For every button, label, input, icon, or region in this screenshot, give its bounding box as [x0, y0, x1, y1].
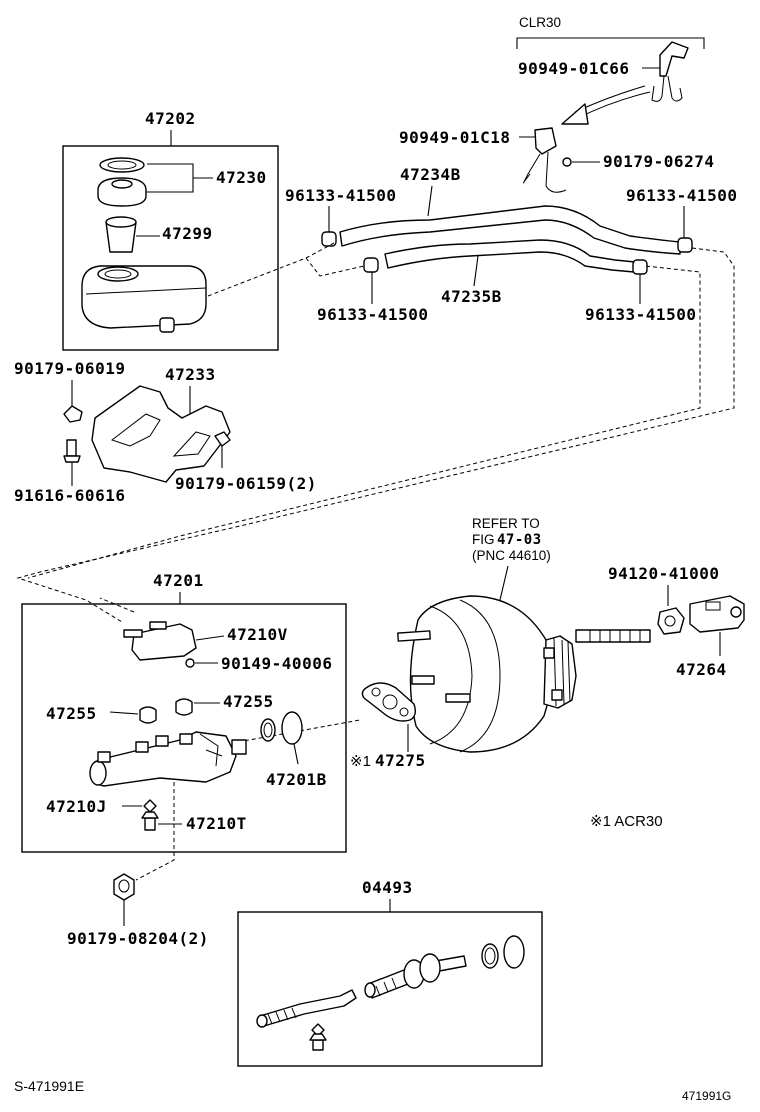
clip-mid-part [534, 127, 557, 155]
clr30-label: CLR30 [519, 15, 561, 30]
label-clamp-tr[interactable]: 96133-41500 [626, 186, 737, 205]
label-plug-t[interactable]: 47210T [186, 814, 247, 833]
label-bolt-top[interactable]: 90179-06274 [603, 152, 714, 171]
label-bolt-bracket[interactable]: 91616-60616 [14, 486, 125, 505]
kit-snap-ring-part [481, 943, 499, 969]
booster-body-part [409, 595, 552, 753]
gasket-group: ※1 47275 ※1 ACR30 [350, 682, 663, 830]
reservoir-group: 47202 47230 47299 [62, 109, 279, 351]
reservoir-tank-part [81, 265, 207, 329]
grommet-a-part [139, 706, 157, 724]
label-kit[interactable]: 04493 [362, 878, 413, 897]
label-grommet-b[interactable]: 47255 [223, 692, 274, 711]
label-union[interactable]: 47210V [227, 625, 288, 644]
bracket-group: 90179-06019 47233 91616-60616 90179-0615… [14, 359, 317, 505]
label-refer-3: (PNC 44610) [472, 548, 551, 563]
master-cylinder-group: 47201 47210V 90149-40006 47255 47255 [21, 571, 347, 853]
clip-top-part [651, 41, 689, 102]
label-strainer[interactable]: 47299 [162, 224, 213, 243]
nut-clevis-part [657, 607, 685, 635]
label-clamp-bl[interactable]: 96133-41500 [317, 305, 428, 324]
oring-part [281, 711, 303, 745]
label-gasket[interactable]: 47275 [375, 751, 426, 770]
label-gasket-mark: ※1 [350, 753, 371, 770]
label-hose-lower[interactable]: 47235B [441, 287, 502, 306]
union-part [131, 623, 197, 661]
push-rod-part [575, 629, 651, 643]
nut-bottom-part [113, 873, 135, 901]
kit-box [237, 911, 543, 1067]
label-reservoir-assy[interactable]: 47202 [145, 109, 196, 128]
label-clevis[interactable]: 47264 [676, 660, 727, 679]
label-grommet-a[interactable]: 47255 [46, 704, 97, 723]
grommet-b-part [175, 698, 193, 716]
label-oring[interactable]: 47201B [266, 770, 327, 789]
label-sheet-right: 471991G [682, 1089, 731, 1103]
label-refer-1: REFER TO [472, 516, 540, 531]
hoses-group: 47234B 47235B 96133-41500 96133-41500 96… [285, 165, 737, 324]
hose-upper-part [339, 205, 681, 255]
seal-ring-part [99, 157, 145, 173]
label-master-cyl-assy[interactable]: 47201 [153, 571, 204, 590]
dashed-leaders [16, 241, 735, 881]
snap-ring-part [260, 718, 276, 742]
nut-bottom-group: 90179-08204(2) [67, 873, 209, 948]
clr30-group: CLR30 90949-01C66 [516, 15, 705, 125]
label-refer-2: FIG [472, 532, 495, 547]
clevis-part [689, 595, 745, 633]
clevis-group: 94120-41000 47264 [608, 564, 745, 679]
nut-bracket-part [63, 405, 83, 423]
label-screw[interactable]: 90149-40006 [221, 654, 332, 673]
booster-group: REFER TO FIG 47-03 (PNC 44610) [397, 516, 651, 753]
plug-j-part [143, 799, 157, 813]
clip-mid-group: 90949-01C18 90179-06274 [399, 127, 714, 193]
label-clamp-tl[interactable]: 96133-41500 [285, 186, 396, 205]
label-nut-clevis[interactable]: 94120-41000 [608, 564, 719, 583]
arrow-head-icon [561, 103, 589, 125]
gasket-part [361, 682, 417, 722]
clr30-bracket-line [516, 37, 705, 49]
reservoir-box [62, 145, 279, 351]
label-nut-bracket2[interactable]: 90179-06159(2) [175, 474, 317, 493]
label-clamp-br[interactable]: 96133-41500 [585, 305, 696, 324]
hose-lower-part [384, 239, 636, 273]
label-sheet-left: S-471991E [14, 1078, 84, 1094]
kit-group: 04493 [237, 878, 543, 1067]
piston-1-part [259, 989, 357, 1027]
label-bracket[interactable]: 47233 [165, 365, 216, 384]
label-clip-top[interactable]: 90949-01C66 [518, 59, 629, 78]
label-note: ※1 ACR30 [590, 813, 663, 830]
label-plug-j[interactable]: 47210J [46, 797, 107, 816]
label-nut-bracket[interactable]: 90179-06019 [14, 359, 125, 378]
label-clip-mid[interactable]: 90949-01C18 [399, 128, 510, 147]
label-hose-upper[interactable]: 47234B [400, 165, 461, 184]
kit-oring-part [503, 935, 525, 969]
label-refer-fig[interactable]: 47-03 [497, 532, 542, 548]
label-nut-bottom[interactable]: 90179-08204(2) [67, 929, 209, 948]
master-cylinder-box [21, 603, 347, 853]
cap-part [97, 177, 147, 207]
label-cap[interactable]: 47230 [216, 168, 267, 187]
bracket-part [91, 385, 231, 483]
